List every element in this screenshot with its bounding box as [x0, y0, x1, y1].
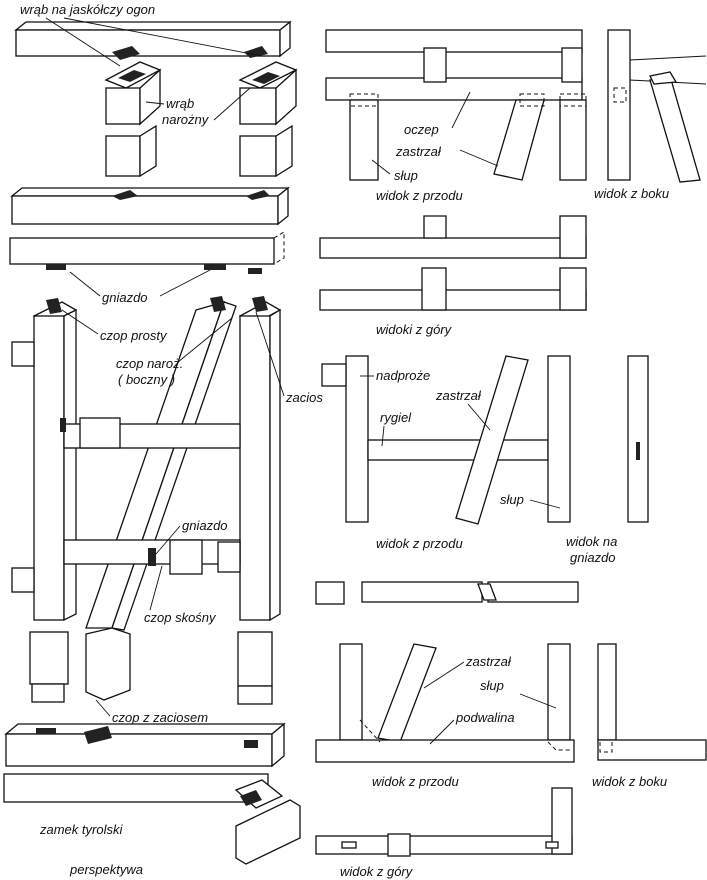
label-czop-z-zaciosem: czop z zaciosem — [112, 710, 208, 725]
perspective-beam-with-sockets — [9, 231, 285, 274]
label-widok-z-boku-1: widok z boku — [594, 186, 669, 201]
label-podwalina: podwalina — [455, 710, 515, 725]
label-slup-1: słup — [394, 168, 418, 183]
label-zastrzal-2: zastrzał — [435, 388, 482, 403]
view-tyrolean-joint — [315, 581, 579, 605]
perspective-corner-post-left — [104, 61, 162, 126]
view-front-2: nadproże zastrzał rygiel słup widok z pr… — [321, 355, 649, 565]
view-front-1 — [325, 29, 587, 181]
label-zastrzal-1: zastrzał — [395, 144, 442, 159]
perspective-mid-beam — [10, 186, 290, 226]
label-nadproze: nadproże — [376, 368, 430, 383]
view-top-sill: widok z góry — [315, 787, 573, 879]
perspective-frame — [11, 296, 282, 631]
perspective-corner-post-right — [238, 61, 298, 126]
label-zacios: zacios — [285, 390, 323, 405]
label-widok-z-gory: widok z góry — [340, 864, 414, 879]
label-wrab-narozny-1: wrąb — [166, 96, 194, 111]
label-oczep: oczep — [404, 122, 439, 137]
label-widoki-z-gory: widoki z góry — [376, 322, 453, 337]
label-widok-z-przodu-2: widok z przodu — [376, 536, 463, 551]
label-widok-z-przodu-3: widok z przodu — [372, 774, 459, 789]
perspective-bottom-tenons — [29, 627, 273, 705]
view-side-1 — [607, 29, 707, 183]
left-labels: wrąb na jaskółczy ogon wrąb narożny gnia… — [20, 2, 323, 877]
perspective-tenons-middle — [105, 124, 293, 178]
label-czop-naroz-1: czop naroż. — [116, 356, 183, 371]
label-widok-z-przodu-1: widok z przodu — [376, 188, 463, 203]
perspective-top-beam — [14, 20, 292, 60]
label-czop-skosny: czop skośny — [144, 610, 217, 625]
label-czop-prosty: czop prosty — [100, 328, 168, 343]
label-zamek-tyrolski: zamek tyrolski — [39, 822, 123, 837]
perspective-sill-beam — [4, 722, 286, 768]
perspective-tyrolean-lock — [3, 773, 301, 865]
view-top-pair: widoki z góry — [319, 215, 587, 337]
view-front-3: zastrzał słup podwalina widok z przodu w… — [315, 643, 707, 789]
label-rygiel: rygiel — [380, 410, 412, 425]
label-widok-na-gniazdo-2: gniazdo — [570, 550, 616, 565]
right-labels-1: oczep zastrzał słup widok z przodu widok… — [371, 91, 669, 203]
label-wrab-jaskolczy: wrąb na jaskółczy ogon — [20, 2, 155, 17]
label-perspektywa: perspektywa — [69, 862, 143, 877]
label-zastrzal-3: zastrzał — [465, 654, 512, 669]
label-gniazdo-1: gniazdo — [102, 290, 148, 305]
label-wrab-narozny-2: narożny — [162, 112, 210, 127]
label-gniazdo-2: gniazdo — [182, 518, 228, 533]
label-widok-z-boku-2: widok z boku — [592, 774, 667, 789]
label-czop-naroz-2: ( boczny ) — [118, 372, 175, 387]
label-slup-3: słup — [480, 678, 504, 693]
label-widok-na-gniazdo-1: widok na — [566, 534, 617, 549]
label-slup-2: słup — [500, 492, 524, 507]
